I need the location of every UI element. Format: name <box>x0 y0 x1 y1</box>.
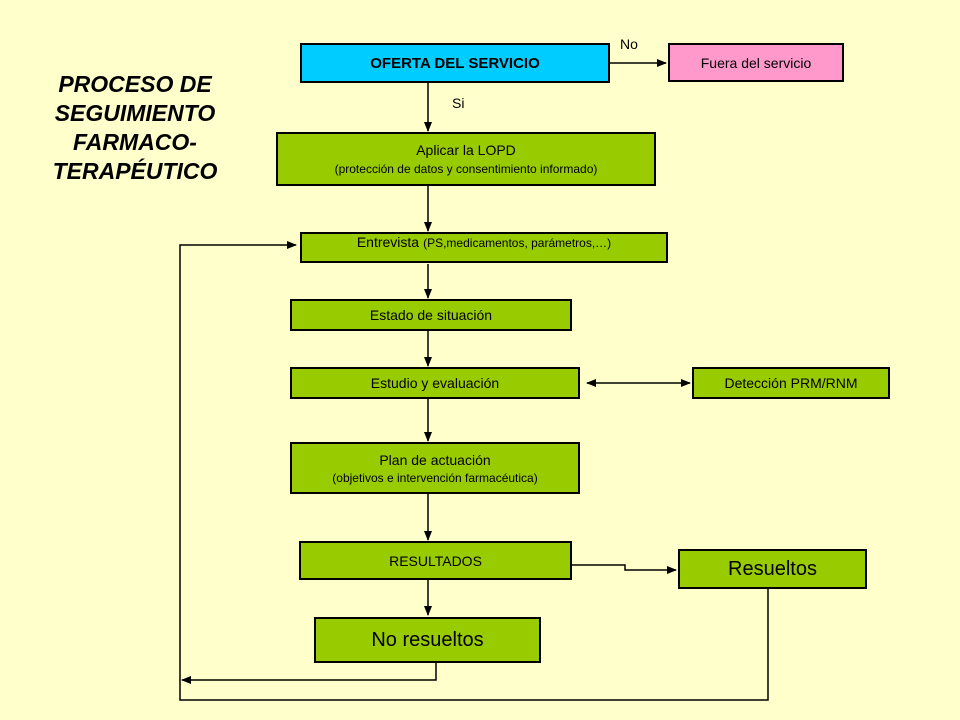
box-sublabel: (protección de datos y consentimiento in… <box>334 162 598 176</box>
noresueltos-loop-line <box>181 663 437 684</box>
box-entrevista: Entrevista (PS,medicamentos, parámetros,… <box>300 232 668 263</box>
box-label: No resueltos <box>371 628 484 651</box>
box-label: Resueltos <box>728 557 817 580</box>
box-fuera-del-servicio: Fuera del servicio <box>668 43 844 82</box>
box-deteccion-prm-rnm: Detección PRM/RNM <box>692 367 890 399</box>
box-plan-de-actuacion: Plan de actuación (objetivos e intervenc… <box>290 442 580 494</box>
box-estudio-y-evaluacion: Estudio y evaluación <box>290 367 580 399</box>
arrow-resultados-resueltos <box>572 564 677 574</box>
box-label: Entrevista <box>356 234 420 250</box>
box-sublabel: (PS,medicamentos, parámetros,…) <box>423 236 612 250</box>
box-label: Aplicar la LOPD <box>416 142 516 158</box>
edge-label-si: Si <box>452 95 465 111</box>
box-label: Fuera del servicio <box>700 54 812 71</box>
box-label: RESULTADOS <box>389 552 482 569</box>
box-label: Detección PRM/RNM <box>724 375 858 391</box>
box-oferta-del-servicio: OFERTA DEL SERVICIO <box>300 43 610 83</box>
box-label: Estado de situación <box>369 307 493 323</box>
title-line: SEGUIMIENTO <box>54 100 216 126</box>
box-label: Estudio y evaluación <box>370 375 500 391</box>
box-resueltos: Resueltos <box>678 549 867 589</box>
loop-back-line <box>179 241 769 701</box>
box-label: Plan de actuación <box>379 451 491 468</box>
box-label: OFERTA DEL SERVICIO <box>370 54 540 72</box>
box-aplicar-lopd: Aplicar la LOPD (protección de datos y c… <box>276 132 656 186</box>
title-line: PROCESO DE <box>58 71 212 97</box>
title-line: TERAPÉUTICO <box>52 158 218 184</box>
box-estado-de-situacion: Estado de situación <box>290 299 572 331</box>
box-sublabel: (objetivos e intervención farmacéutica) <box>332 470 538 485</box>
box-resultados: RESULTADOS <box>299 541 572 580</box>
title-line: FARMACO- <box>73 129 197 155</box>
box-no-resueltos: No resueltos <box>314 617 541 663</box>
diagram-title: PROCESO DE SEGUIMIENTO FARMACO- TERAPÉUT… <box>20 70 250 186</box>
edge-label-no: No <box>620 36 638 52</box>
